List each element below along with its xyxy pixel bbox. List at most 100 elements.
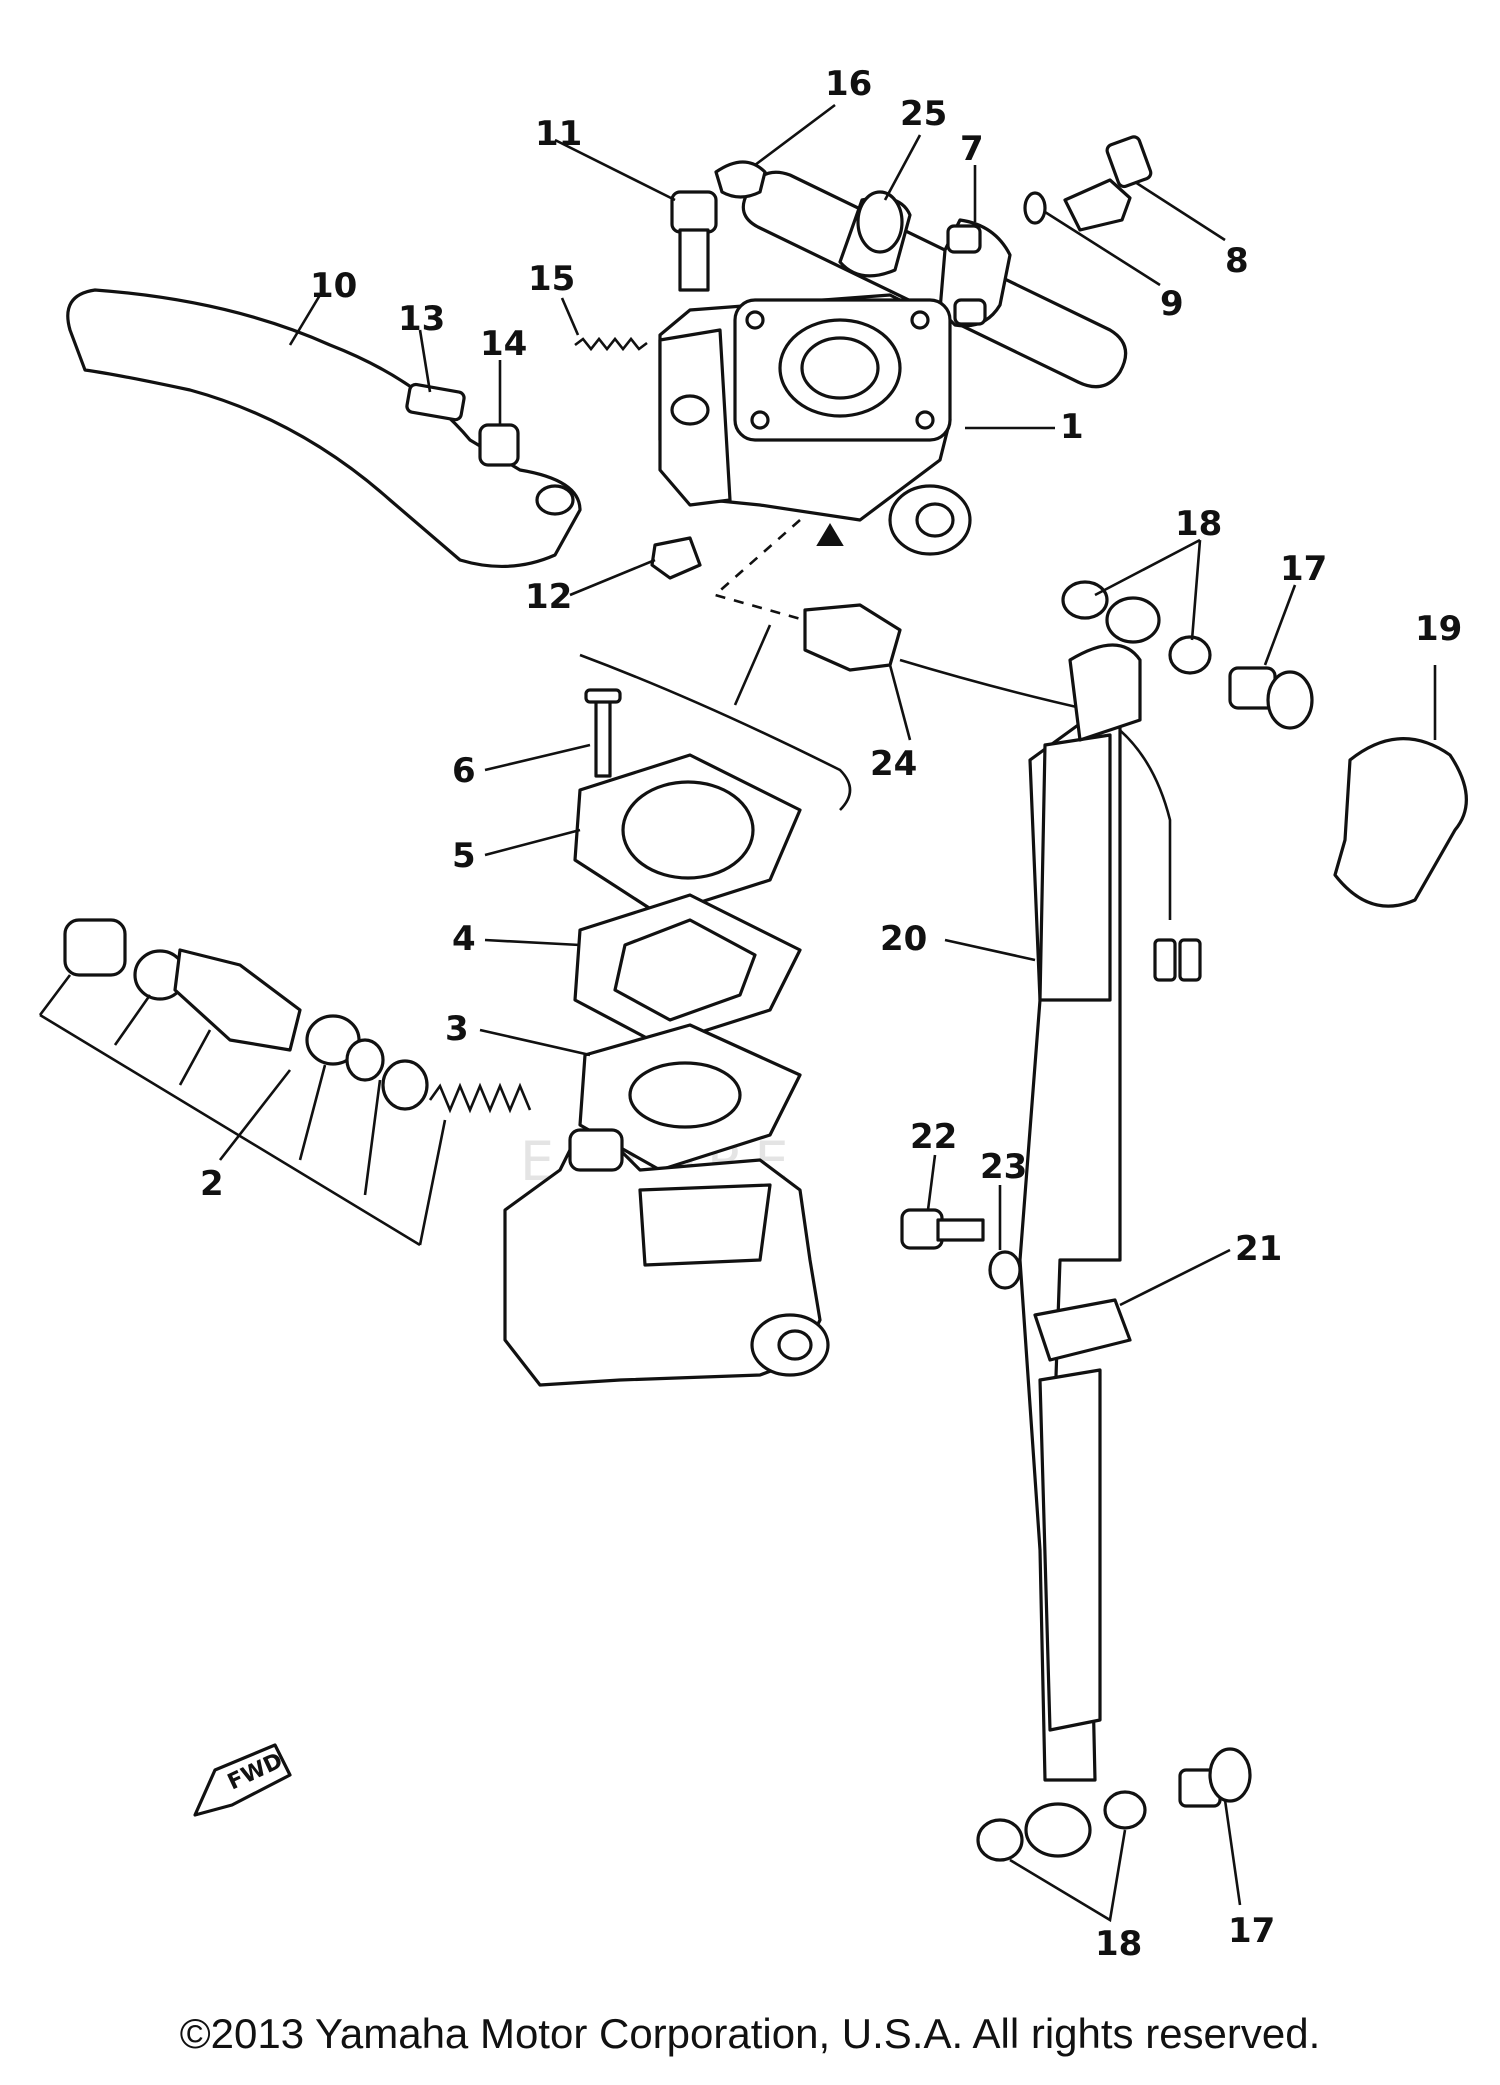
leader-11 xyxy=(554,138,676,202)
callout-8: 8 xyxy=(1225,241,1249,281)
callout-12: 12 xyxy=(525,577,572,617)
callout-24: 24 xyxy=(870,744,917,784)
leader-6 xyxy=(484,743,591,772)
cap-screw-4 xyxy=(915,410,935,430)
callout-22: 22 xyxy=(910,1117,957,1157)
nut-12 xyxy=(650,536,702,580)
leader-17-upper xyxy=(1263,584,1297,666)
kit-bracket-line xyxy=(39,1013,421,1247)
leader-22 xyxy=(926,1154,937,1211)
callout-15: 15 xyxy=(528,259,575,299)
lower-outlet-bore xyxy=(777,1329,813,1361)
outlet-port-bore xyxy=(915,502,955,538)
adjuster-13 xyxy=(405,382,466,422)
callout-9: 9 xyxy=(1160,284,1184,324)
union-bolt-17-lower-head xyxy=(1208,1747,1252,1803)
brake-lever xyxy=(66,288,582,568)
washer-18-lower-1 xyxy=(976,1818,1024,1862)
hose-guide-21 xyxy=(1033,1298,1132,1362)
cap-screw-6-head xyxy=(584,688,622,704)
banjo-upper xyxy=(1068,643,1142,742)
diaphragm-3-boot xyxy=(628,1061,742,1129)
callout-10: 10 xyxy=(310,266,357,306)
callout-11: 11 xyxy=(535,114,582,154)
washer-18-upper-1 xyxy=(1061,580,1109,620)
callout-3: 3 xyxy=(445,1009,469,1049)
cap-screw-6 xyxy=(594,690,612,778)
hose-guide-bolt xyxy=(900,1208,985,1250)
bolt-11-head xyxy=(670,190,718,234)
leader-20 xyxy=(944,938,1036,962)
callout-4: 4 xyxy=(452,919,476,959)
switch-body xyxy=(803,603,902,672)
clamp-ear-top xyxy=(946,224,982,254)
piston xyxy=(173,948,302,1052)
spring-seat xyxy=(381,1059,429,1111)
callout-20: 20 xyxy=(880,919,927,959)
kit-bracket-ticks xyxy=(38,974,447,1246)
bolt-8-body xyxy=(1063,178,1132,232)
sleeve-end xyxy=(856,190,904,254)
switch-terminal-2 xyxy=(1178,938,1202,982)
cup-secondary xyxy=(345,1038,385,1082)
master-cylinder-body xyxy=(658,293,972,556)
nut-14 xyxy=(478,423,520,467)
leader-16 xyxy=(754,103,836,167)
leader-25 xyxy=(883,134,922,201)
reservoir-cap-stack xyxy=(573,688,802,1172)
stack-bracket xyxy=(579,653,852,811)
pivot-bolt xyxy=(670,190,718,292)
pivot-hole xyxy=(670,394,710,426)
callout-18-upper: 18 xyxy=(1175,504,1222,544)
switch-terminal-1 xyxy=(1153,938,1177,982)
cover-dome xyxy=(621,780,755,880)
washer-18-lower-2 xyxy=(1103,1790,1147,1830)
callout-17-lower: 17 xyxy=(1228,1911,1275,1951)
leader-15 xyxy=(560,297,580,336)
leader-10 xyxy=(288,294,322,346)
callout-numbers: 1 2 3 4 5 6 7 8 9 10 11 12 13 14 15 16 1… xyxy=(200,64,1462,1964)
bolt-22-head xyxy=(900,1208,944,1250)
lever-pivot-hole xyxy=(535,484,575,516)
leader-12 xyxy=(569,558,656,597)
leader-8 xyxy=(1134,180,1226,242)
cap-screw-2 xyxy=(910,310,930,330)
callout-5: 5 xyxy=(452,836,476,876)
leader-9 xyxy=(1044,210,1161,287)
callout-6: 6 xyxy=(452,751,476,791)
washer-23 xyxy=(988,1250,1022,1290)
leader-5 xyxy=(484,828,581,857)
callout-16: 16 xyxy=(825,64,872,104)
hose-armor-upper xyxy=(1038,733,1112,1002)
banjo-upper-eye xyxy=(1105,596,1161,644)
diaphragm-plate-4-opening xyxy=(613,918,757,1022)
bolt-11-shank xyxy=(678,228,710,292)
leader-2 xyxy=(218,1069,292,1161)
stack-leader xyxy=(733,624,772,706)
callout-7: 7 xyxy=(960,129,984,169)
cap-screw-3 xyxy=(750,410,770,430)
leader-13 xyxy=(418,329,432,393)
callout-19: 19 xyxy=(1415,609,1462,649)
leader-18-upper xyxy=(1094,538,1202,641)
callout-13: 13 xyxy=(398,299,445,339)
spring-15 xyxy=(574,336,648,352)
handlebar-clamp-assembly xyxy=(741,170,1128,389)
leader-18-lower xyxy=(1009,1829,1127,1923)
leader-3 xyxy=(479,1028,591,1057)
callout-14: 14 xyxy=(480,324,527,364)
fwd-arrow-shape xyxy=(193,1743,292,1817)
brake-light-switch xyxy=(803,603,1202,982)
brake-hose xyxy=(1018,596,1161,1858)
assembly-guide xyxy=(712,519,841,632)
leader-21 xyxy=(1119,1248,1231,1307)
screw-16 xyxy=(714,160,767,199)
fwd-arrow: FWD xyxy=(193,1743,292,1817)
bolt-22-shank xyxy=(936,1218,985,1242)
callout-21: 21 xyxy=(1235,1229,1282,1269)
leader-17-lower xyxy=(1223,1799,1242,1906)
master-cylinder-body-lower xyxy=(503,1128,830,1387)
callout-1: 1 xyxy=(1060,407,1084,447)
piston-kit xyxy=(38,918,532,1247)
